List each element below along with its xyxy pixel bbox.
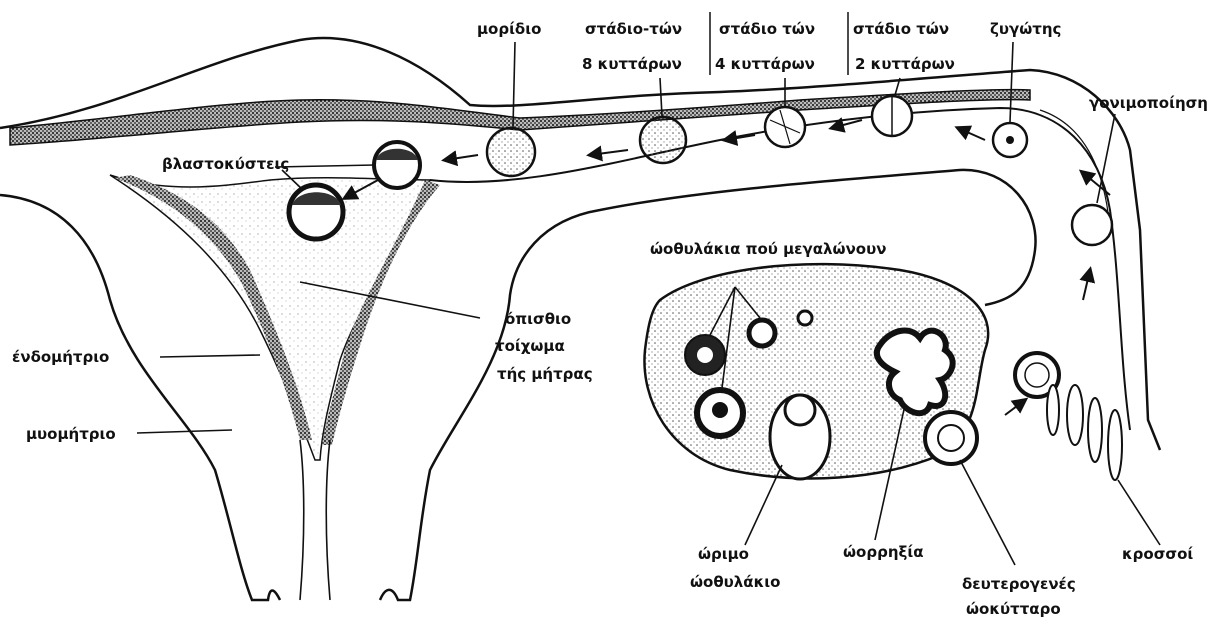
follicle-small — [798, 311, 812, 325]
label-secondary-oocyte-2: ώοκύτταρο — [966, 600, 1061, 618]
label-myometrium: μυομήτριο — [26, 425, 116, 443]
eight-cell-stage — [640, 117, 686, 163]
label-fertilization: γονιμοποίηση — [1089, 94, 1208, 112]
fertilization-cell — [1072, 205, 1112, 245]
label-moridio: μορίδιο — [477, 20, 541, 38]
label-endometrium: ένδομήτριο — [12, 348, 109, 366]
label-mature-follicle-1: ώριμο — [698, 545, 749, 563]
follicle-growing-1 — [749, 320, 775, 346]
label-stage-8-line2: 8 κυττάρων — [582, 55, 682, 73]
label-stage-2-line2: 2 κυττάρων — [855, 55, 955, 73]
fimbriae — [1047, 385, 1122, 480]
label-posterior-wall-1: όπισθιο — [505, 310, 571, 328]
label-stage-4-line2: 4 κυττάρων — [715, 55, 815, 73]
label-secondary-oocyte-1: δευτερογενές — [962, 575, 1076, 593]
label-zygote: ζυγώτης — [990, 20, 1061, 38]
label-fimbriae: κροσσοί — [1122, 545, 1193, 563]
label-stage-4-line1: στάδιο τών — [719, 20, 815, 38]
morula — [487, 128, 535, 176]
label-growing-follicles: ώοθυλάκια πού μεγαλώνουν — [650, 240, 886, 258]
cervical-canal — [300, 440, 330, 600]
label-mature-follicle-2: ώοθυλάκιο — [690, 573, 780, 591]
label-posterior-wall-2: τοίχωμα — [495, 337, 565, 355]
label-posterior-wall-3: τής μήτρας — [497, 365, 593, 383]
label-blastocysts: βλαστοκύστεις — [162, 155, 289, 173]
label-ovulation: ώορρηξία — [843, 543, 924, 561]
label-stage-8-line1: στάδιο-τών — [585, 20, 682, 38]
label-stage-2-line1: στάδιο τών — [853, 20, 949, 38]
